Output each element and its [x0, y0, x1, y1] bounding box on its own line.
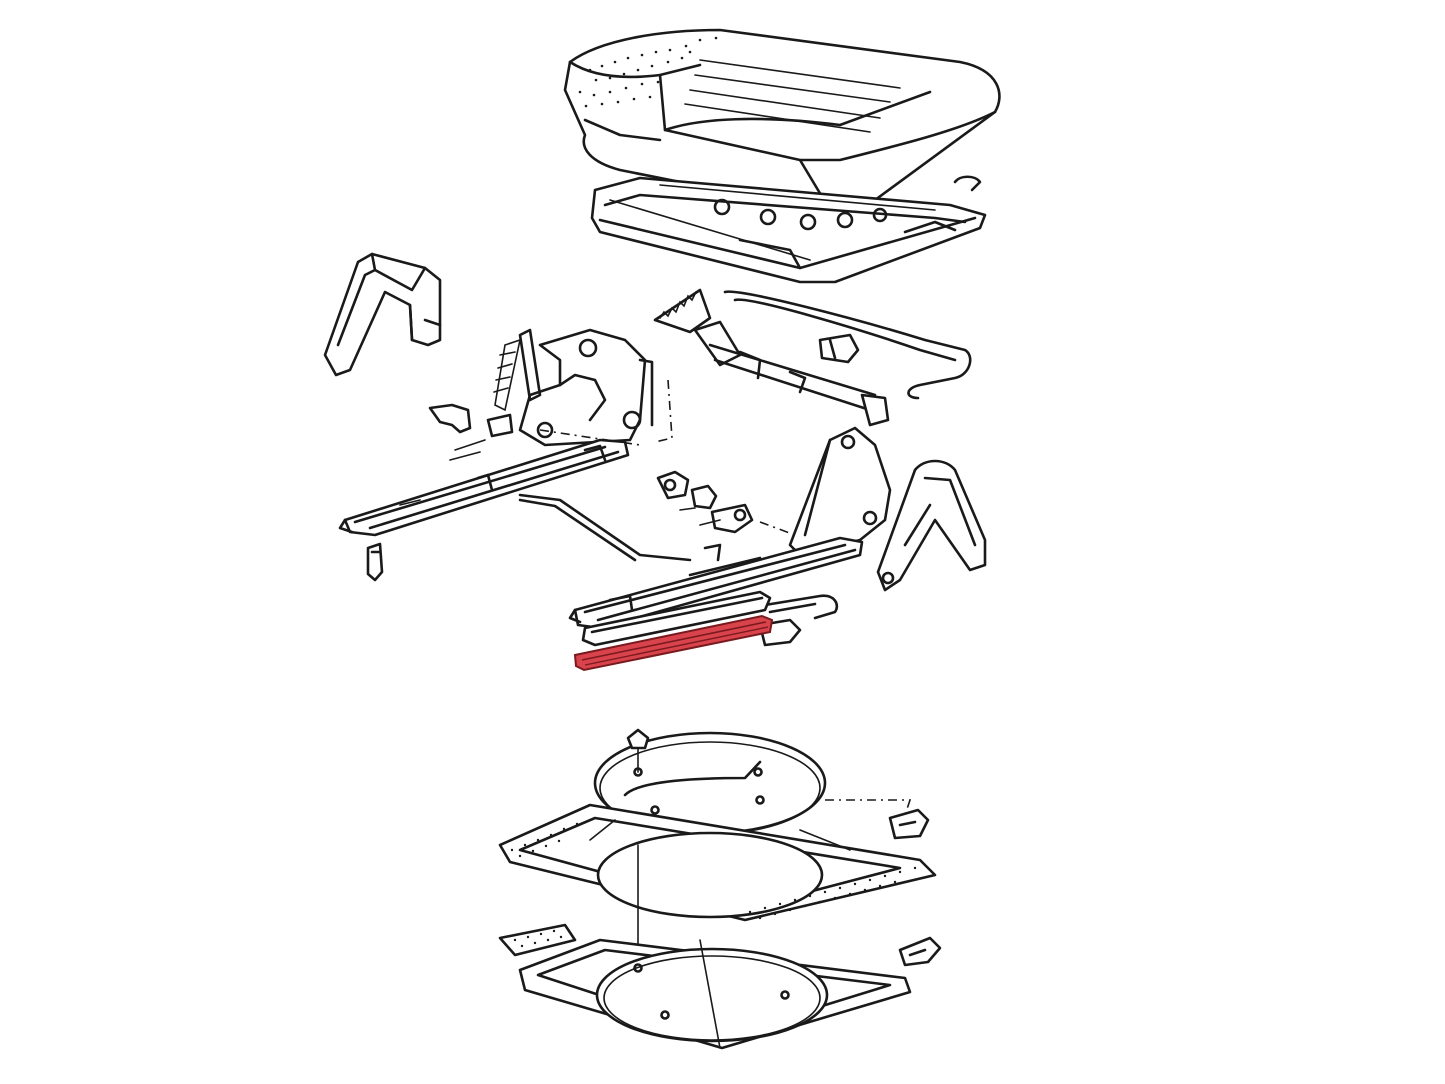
left-recliner-mechanism: [493, 328, 673, 447]
right-seat-track: [568, 536, 864, 630]
lower-base-plate: [518, 938, 912, 1050]
seat-cushion: [563, 28, 1001, 214]
lever-handle: [758, 594, 839, 647]
release-bar: [723, 290, 972, 400]
seat-slide-rail-highlighted: [573, 614, 774, 672]
small-hardware: [656, 470, 796, 536]
latch-clip-left: [428, 403, 514, 461]
inner-slide-rail: [581, 590, 772, 647]
upholstery-texture: [578, 36, 718, 108]
cross-rod: [518, 493, 692, 562]
upper-swivel-frame: [498, 803, 937, 961]
swivel-top-disc: [593, 728, 912, 835]
left-seat-track: [338, 438, 630, 582]
adjuster-gear: [653, 288, 890, 427]
seat-pan: [590, 175, 987, 284]
left-side-bracket: [323, 252, 442, 377]
right-side-bracket: [876, 459, 987, 592]
right-recliner-plate: [788, 426, 892, 557]
swivel-lock-clips: [498, 808, 942, 967]
